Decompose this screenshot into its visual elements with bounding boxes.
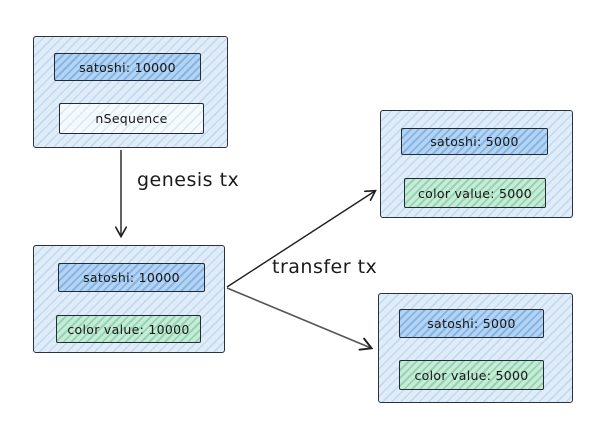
satoshi-field-label: satoshi: 5000 <box>427 316 516 331</box>
nsequence-field: nSequence <box>59 103 204 134</box>
satoshi-field: satoshi: 10000 <box>54 53 201 81</box>
satoshi-field: satoshi: 5000 <box>401 128 548 155</box>
transfer-tx-arrow-bottom <box>226 287 374 351</box>
genesis-tx-label: genesis tx <box>137 169 240 191</box>
transfer-output-bottom-box: satoshi: 5000 color value: 5000 <box>378 293 573 403</box>
color-value-field: color value: 5000 <box>399 360 544 390</box>
satoshi-field: satoshi: 10000 <box>58 263 205 292</box>
genesis-input-box: satoshi: 10000 nSequence <box>33 36 228 148</box>
genesis-output-box: satoshi: 10000 color value: 10000 <box>33 245 225 353</box>
color-value-field-label: color value: 10000 <box>67 321 190 337</box>
color-value-field: color value: 5000 <box>404 178 546 208</box>
nsequence-field-label: nSequence <box>95 111 168 126</box>
satoshi-field: satoshi: 5000 <box>399 309 544 338</box>
color-value-field: color value: 10000 <box>56 315 201 343</box>
color-value-field-label: color value: 5000 <box>418 185 532 201</box>
satoshi-field-label: satoshi: 10000 <box>79 59 176 75</box>
satoshi-field-label: satoshi: 5000 <box>430 134 519 149</box>
transfer-tx-label: transfer tx <box>272 256 378 278</box>
color-value-field-label: color value: 5000 <box>414 367 529 383</box>
satoshi-field-label: satoshi: 10000 <box>83 270 180 285</box>
transfer-output-top-box: satoshi: 5000 color value: 5000 <box>380 110 573 218</box>
